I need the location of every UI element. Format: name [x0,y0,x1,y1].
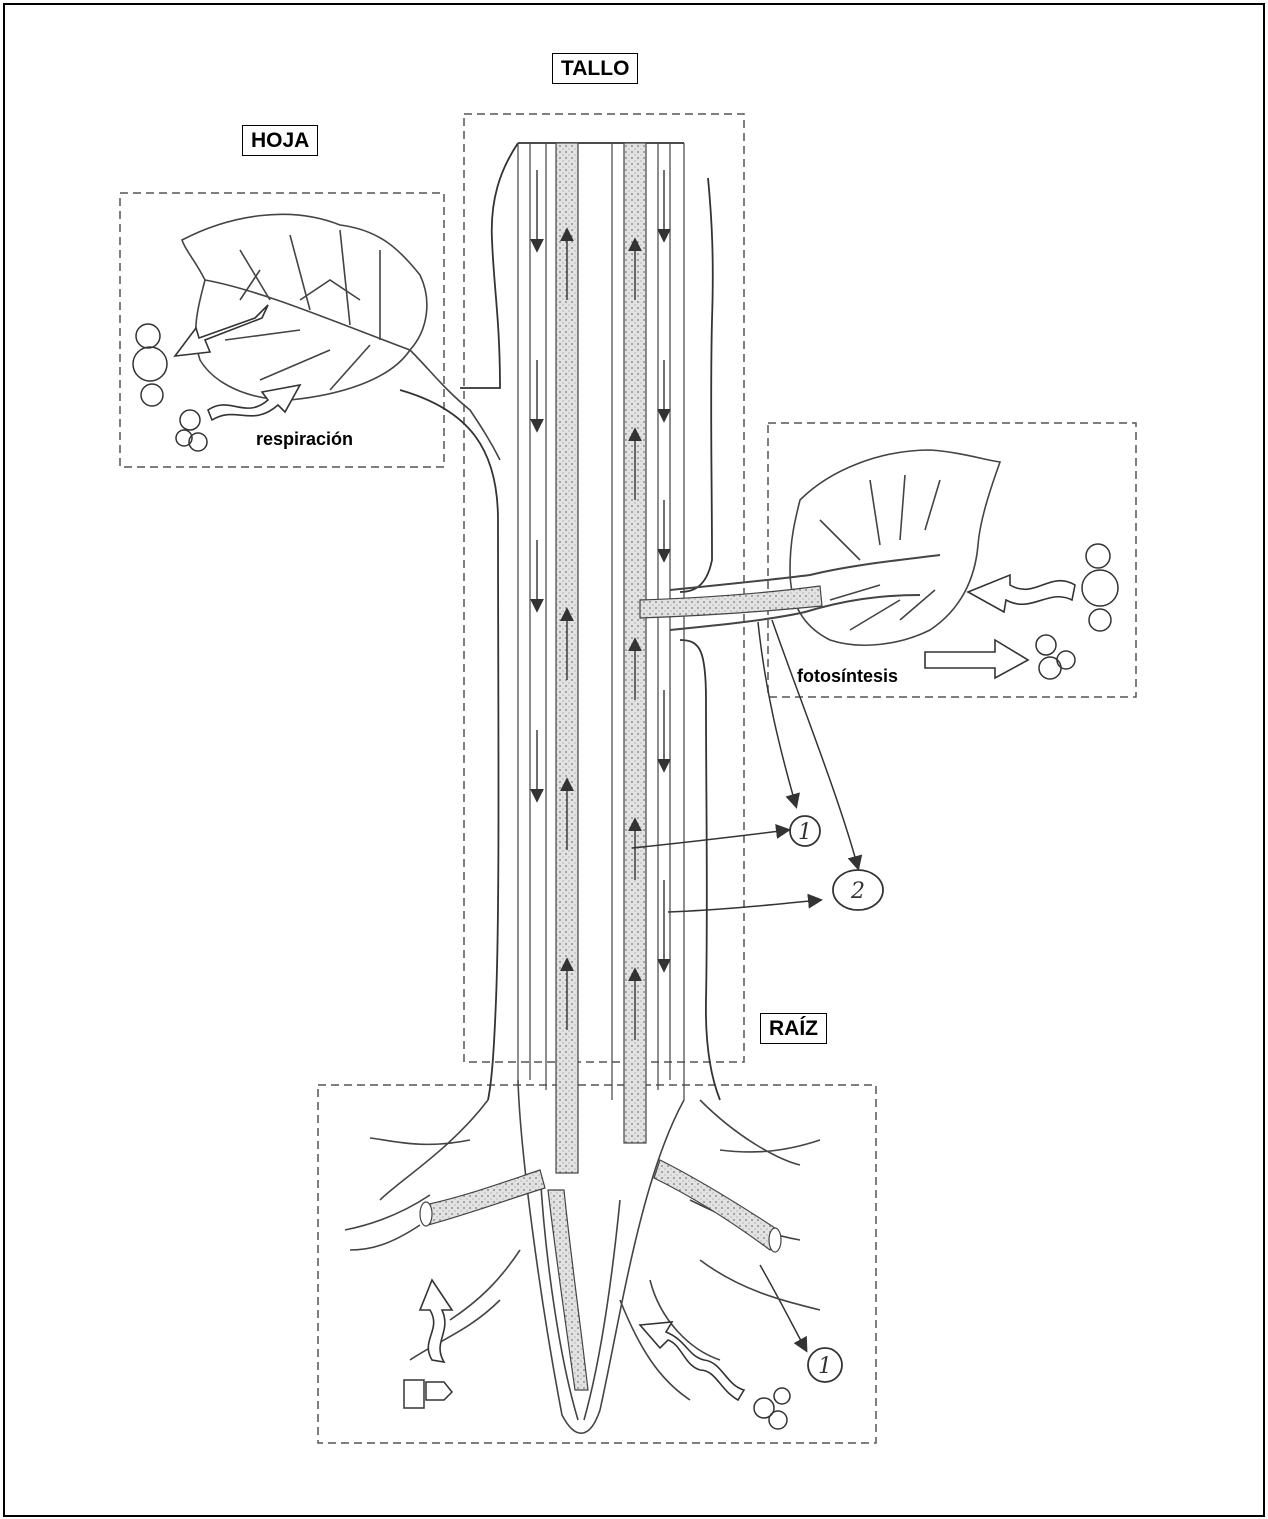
molecule-cluster-icon [1082,544,1118,631]
photosynthesis-leaf [670,450,1000,645]
callout-number-1-root: 1 [808,1348,842,1382]
respiracion-caption: respiración [256,428,353,450]
respiration-leaf [182,214,500,460]
raiz-label: RAÍZ [760,1013,827,1044]
tallo-label: TALLO [552,53,638,84]
molecule-cluster-icon [1036,635,1075,679]
callout-lines [632,620,858,1350]
callout-number-2: 2 [833,870,883,910]
stem-vessels [518,143,684,1173]
root-vessels [420,1160,781,1390]
molecule-cluster-icon [133,324,167,406]
wavy-arrow-icon [420,1280,452,1362]
svg-text:1: 1 [818,1354,832,1379]
respiration-arrows [175,305,300,420]
photosynthesis-arrows [925,575,1075,678]
fotosintesis-caption: fotosíntesis [797,665,898,687]
arrow-icon [925,640,1028,678]
wavy-arrow-icon [968,575,1075,612]
wavy-arrow-icon [208,385,300,420]
raiz-region [318,1085,876,1443]
svg-text:2: 2 [850,879,865,904]
tallo-region [464,114,744,1062]
arrow-icon [175,305,268,356]
molecule-cluster-icon [754,1388,790,1429]
wavy-arrow-icon [640,1322,744,1400]
mineral-block-icon [404,1380,452,1408]
molecule-cluster-icon [176,410,207,451]
hoja-label: HOJA [242,125,318,156]
svg-text:1: 1 [798,820,812,845]
hoja-region [120,193,444,467]
callout-number-1: 1 [790,816,820,846]
